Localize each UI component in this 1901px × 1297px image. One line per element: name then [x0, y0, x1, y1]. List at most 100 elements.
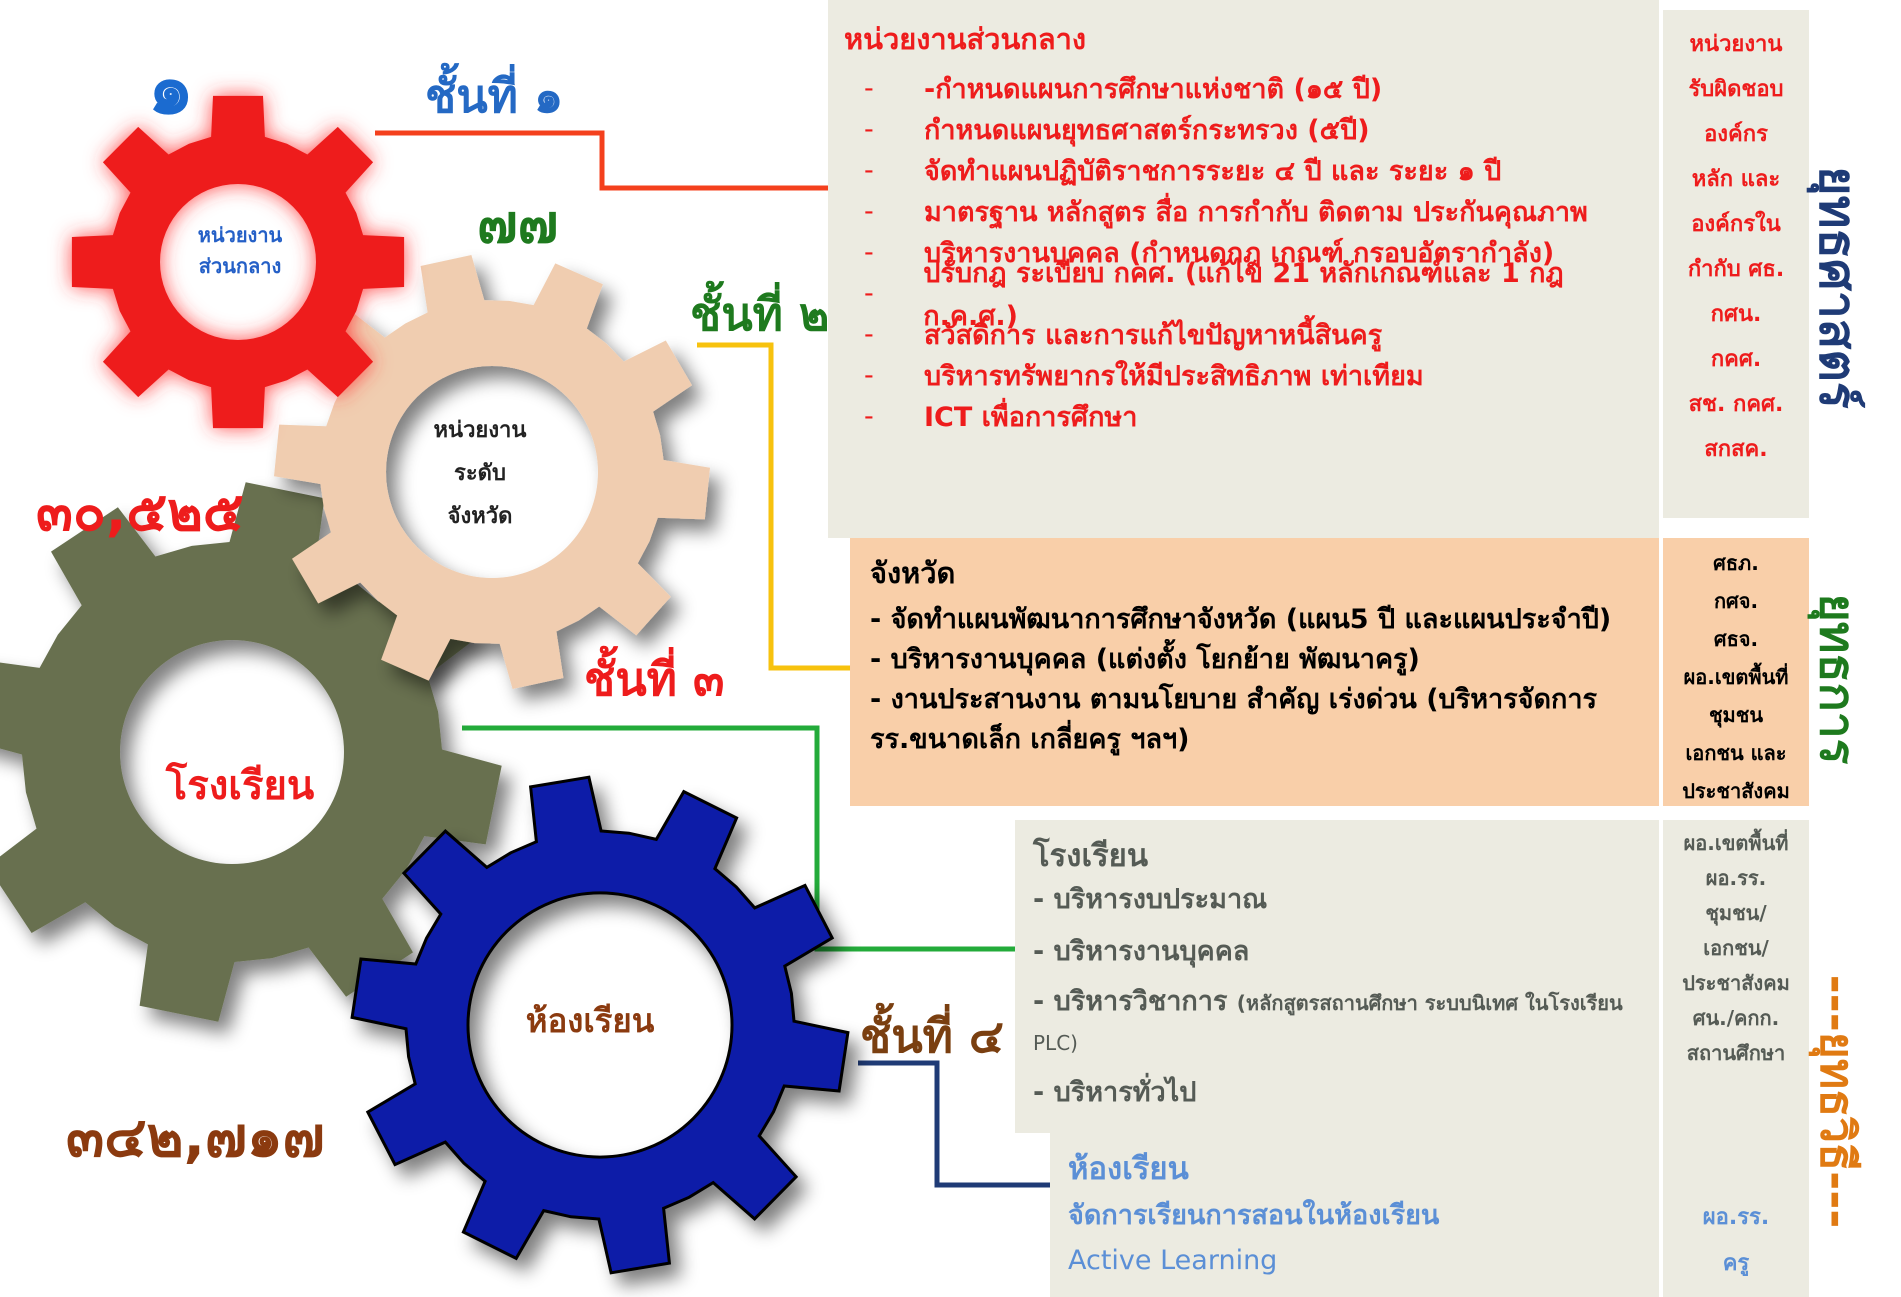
list-dash: -: [864, 278, 874, 309]
school-gear-label: โรงเรียน: [165, 763, 315, 809]
central-panel-list: --กำหนดแผนการศึกษาแห่งชาติ (๑๕ ปี) -กำหน…: [844, 68, 1659, 437]
resp-line: ประชาสังคม: [1682, 779, 1790, 803]
gears-graphic: [0, 95, 850, 1275]
level-operational-label: ยุทธการ: [1809, 593, 1865, 765]
resp-line: องค์กร: [1704, 122, 1768, 147]
central-item-9: ICT เพื่อการศึกษา: [924, 402, 1138, 433]
resp-line: ครู: [1722, 1251, 1750, 1276]
resp-line: ศน./คกก.: [1692, 1006, 1780, 1030]
tier3-connector: [462, 725, 1015, 952]
resp-line: กศน.: [1710, 302, 1762, 327]
province-gear-shape: [274, 255, 710, 689]
central-gear-shape: [71, 95, 405, 429]
classroom-count: ๓๔๒,๗๑๗: [66, 1105, 325, 1170]
resp-line: ผอ.เขตพื้นที่: [1683, 665, 1789, 689]
resp-line: ประชาสังคม: [1682, 971, 1790, 995]
central-item-4: มาตรฐาน หลักสูตร สื่อ การกำกับ ติดตาม ปร…: [924, 197, 1588, 228]
level-strategic-label: ยุทธศาสตร์: [1808, 166, 1867, 409]
list-item: - ปรับกฎ ระเบียบ กคศ. (แก้ไข 21 หลักเกณฑ์…: [844, 258, 1659, 332]
list-item: - บริหารงานบุคคล: [1033, 936, 1250, 967]
tier-3-label: ชั้นที่ ๓: [584, 652, 725, 706]
resp-line: ผอ.รร.: [1705, 866, 1767, 890]
list-dash: -: [864, 319, 874, 350]
list-item: - มาตรฐาน หลักสูตร สื่อ การกำกับ ติดตาม ป…: [844, 191, 1659, 232]
classroom-item-2: Active Learning: [1068, 1245, 1278, 1276]
province-panel: จังหวัด - จัดทำแผนพัฒนาการศึกษาจังหวัด (…: [850, 538, 1659, 806]
classroom-gear-label: ห้องเรียน: [525, 1001, 655, 1040]
central-item-1: -กำหนดแผนการศึกษาแห่งชาติ (๑๕ ปี): [924, 74, 1383, 105]
province-panel-list: - จัดทำแผนพัฒนาการศึกษาจังหวัด (แผน5 ปี …: [870, 600, 1659, 760]
tier-1-label: ชั้นที่ ๑: [425, 69, 564, 123]
list-item: - จัดทำแผนพัฒนาการศึกษาจังหวัด (แผน5 ปี …: [870, 604, 1612, 635]
resp-line: กศจ.: [1713, 589, 1759, 613]
school-gear-shape: [0, 482, 502, 1022]
list-item: - บริหารวิชาการ (หลักสูตรสถานศึกษา ระบบน…: [1033, 982, 1659, 1023]
central-gear-label: หน่วยงาน ส่วนกลาง: [180, 220, 300, 282]
academic-detail: (หลักสูตรสถานศึกษา ระบบนิเทศ ในโรงเรียน: [1236, 991, 1623, 1015]
list-item: --กำหนดแผนการศึกษาแห่งชาติ (๑๕ ปี): [844, 68, 1659, 109]
resp-line: สช. กคศ.: [1688, 392, 1784, 417]
list-item: - จัดทำแผนปฏิบัติราชการระยะ ๔ ปี และ ระยะ…: [844, 150, 1659, 191]
province-responsible: ศธภ. กศจ. ศธจ. ผอ.เขตพื้นที่ ชุมชน เอกชน…: [1663, 538, 1809, 806]
resp-line: องค์กรใน: [1691, 212, 1781, 237]
central-panel: หน่วยงานส่วนกลาง --กำหนดแผนการศึกษาแห่งช…: [828, 0, 1659, 538]
school-panel: โรงเรียน - บริหารงบประมาณ - บริหารงานบุค…: [1015, 820, 1659, 1133]
list-item: - สวัสดิการ และการแก้ไขปัญหาหนี้สินครู: [844, 314, 1659, 355]
classroom-gear-shape: [350, 775, 850, 1275]
central-item-2: กำหนดแผนยุทธศาสตร์กระทรวง (๕ปี): [924, 115, 1370, 146]
level-tactical-label: ---ยุทธวิธี---: [1810, 974, 1865, 1229]
tier1-connector: [375, 130, 828, 191]
resp-line: สถานศึกษา: [1686, 1041, 1786, 1065]
list-item: - ICT เพื่อการศึกษา: [844, 396, 1659, 437]
tier-2-label: ชั้นที่ ๒: [690, 287, 830, 341]
list-dash: -: [864, 401, 874, 432]
province-gear-label-line2: ระดับ: [454, 460, 506, 486]
tier2-connector: [697, 342, 850, 671]
resp-line: หลัก และ: [1691, 167, 1781, 192]
resp-line: เอกชน/: [1703, 936, 1769, 960]
central-panel-title: หน่วยงานส่วนกลาง: [844, 22, 1087, 56]
list-dash: -: [864, 360, 874, 391]
central-item-3: จัดทำแผนปฏิบัติราชการระยะ ๔ ปี และ ระยะ …: [924, 156, 1502, 187]
central-gear-label-line1: หน่วยงาน: [197, 223, 283, 247]
province-gear-label-line3: จังหวัด: [447, 503, 513, 529]
central-gear-label-line2: ส่วนกลาง: [198, 254, 282, 278]
classroom-panel-title: ห้องเรียน: [1068, 1151, 1189, 1187]
school-responsible: ผอ.เขตพื้นที่ ผอ.รร. ชุมชน/ เอกชน/ ประชา…: [1663, 820, 1809, 1133]
list-dash: -: [864, 237, 874, 268]
resp-line: ศธภ.: [1713, 551, 1759, 575]
central-gear-number: ๑: [148, 46, 194, 130]
classroom-item-1: จัดการเรียนการสอนในห้องเรียน: [1068, 1200, 1440, 1231]
academic-main: - บริหารวิชาการ: [1033, 986, 1237, 1017]
school-panel-title: โรงเรียน: [1033, 838, 1149, 874]
list-item: - บริหารทั่วไป: [1033, 1077, 1197, 1108]
list-item: - บริหารทรัพยากรให้มีประสิทธิภาพ เท่าเทีย…: [844, 355, 1659, 396]
list-dash: -: [864, 196, 874, 227]
province-count: ๗๗: [477, 192, 559, 255]
resp-line: ชุมชน: [1708, 703, 1763, 727]
school-count: ๓๐,๕๒๕: [36, 480, 244, 543]
resp-line: ผอ.เขตพื้นที่: [1683, 831, 1789, 855]
list-item: PLC): [1033, 1031, 1078, 1055]
central-item-6: ปรับกฎ ระเบียบ กคศ. (แก้ไข 21 หลักเกณฑ์แ…: [923, 257, 1564, 332]
classroom-responsible: ผอ.รร. ครู: [1663, 1133, 1809, 1297]
resp-line: ชุมชน/: [1705, 901, 1767, 925]
central-item-8: บริหารทรัพยากรให้มีประสิทธิภาพ เท่าเทียม: [924, 361, 1424, 392]
list-dash: -: [864, 155, 874, 186]
resp-line: หน่วยงาน: [1689, 32, 1783, 57]
list-item: - บริหารงานบุคคล (กำหนดกฎ เกณฑ์ กรอบอัตรา…: [844, 232, 1659, 273]
list-item: - งานประสานงาน ตามนโยบาย สำคัญ เร่งด่วน …: [870, 684, 1598, 715]
list-item: รร.ขนาดเล็ก เกลี่ยครู ฯลฯ): [870, 724, 1190, 755]
province-gear-label-line1: หน่วยงาน: [433, 418, 527, 443]
central-responsible: หน่วยงาน รับผิดชอบ องค์กร หลัก และ องค์ก…: [1663, 10, 1809, 518]
resp-line: สกสค.: [1704, 437, 1768, 462]
list-item: - บริหารงานบุคคล (แต่งตั้ง โยกย้าย พัฒนา…: [870, 644, 1420, 675]
resp-line: ศธจ.: [1713, 627, 1759, 651]
list-dash: -: [864, 114, 874, 145]
province-panel-title: จังหวัด: [870, 556, 956, 590]
resp-line: รับผิดชอบ: [1688, 77, 1784, 102]
list-item: - บริหารงบประมาณ: [1033, 884, 1268, 915]
central-item-7: สวัสดิการ และการแก้ไขปัญหาหนี้สินครู: [924, 320, 1383, 351]
central-item-5: บริหารงานบุคคล (กำหนดกฎ เกณฑ์ กรอบอัตราก…: [924, 238, 1555, 269]
tier4-connector: [858, 1060, 1050, 1188]
